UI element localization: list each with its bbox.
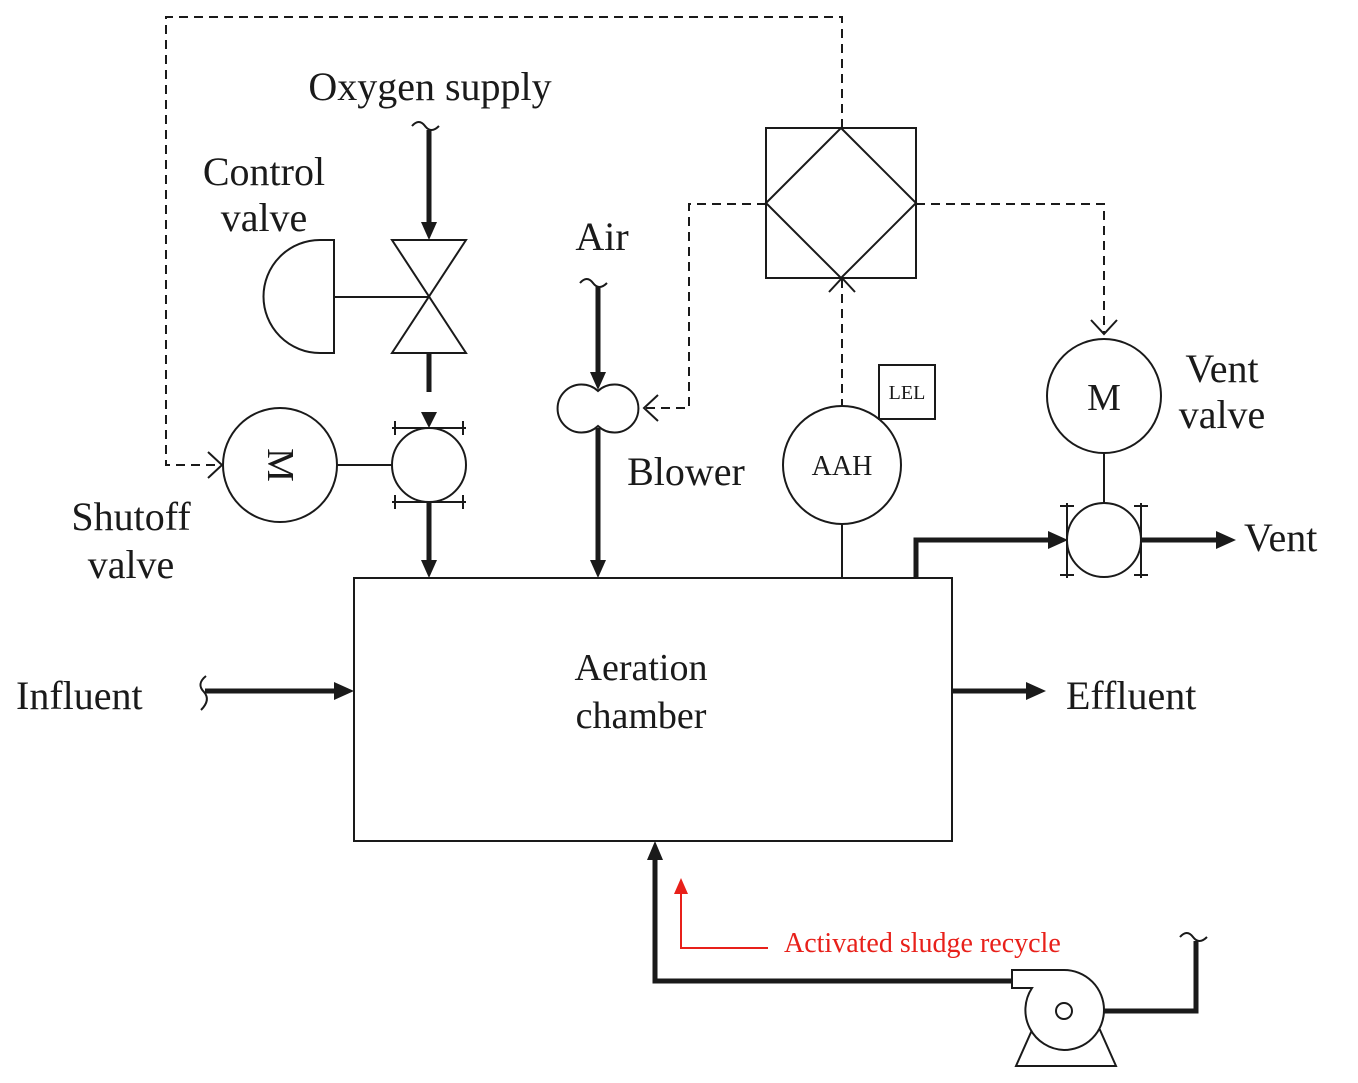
signal-line-to-vent-motor: [916, 203, 1118, 336]
logic-relay: [764, 126, 918, 280]
analyzer-aah: AAH LEL: [782, 364, 936, 578]
signal-line-to-blower: [642, 203, 766, 422]
aeration-label-line1: Aeration: [575, 647, 708, 689]
oxygen-supply-line: [411, 121, 440, 578]
shutoff-valve-label-line1: Shutoff: [71, 494, 191, 539]
sludge-recycle-label: Activated sludge recycle: [784, 928, 1061, 959]
shutoff-motor-label: M: [259, 448, 301, 482]
aeration-label-line2: chamber: [576, 695, 707, 737]
vent-line: [913, 531, 1236, 578]
signal-line-from-analyzer: [828, 276, 856, 408]
influent-label: Influent: [16, 673, 143, 718]
vent-valve-body: [1060, 452, 1148, 578]
oxygen-supply-label: Oxygen supply: [308, 64, 551, 109]
shutoff-valve-label-line2: valve: [88, 542, 175, 587]
control-valve-label-line1: Control: [203, 149, 325, 194]
vent-valve-label-line1: Vent: [1185, 346, 1258, 391]
air-line: [579, 278, 608, 578]
vent-motor: M: [1046, 338, 1162, 454]
recycle-pump: [1011, 969, 1118, 1067]
control-valve: [262, 239, 468, 354]
effluent-line: [952, 682, 1046, 700]
vent-valve-label-line2: valve: [1179, 392, 1266, 437]
blower-label: Blower: [627, 449, 745, 494]
influent-line: [199, 675, 354, 711]
shutoff-valve-body: [391, 421, 467, 509]
aeration-chamber: Aeration chamber: [353, 577, 953, 842]
blower: [556, 383, 640, 434]
vent-motor-label: M: [1087, 377, 1121, 419]
aah-label: AAH: [812, 451, 873, 482]
effluent-label: Effluent: [1066, 673, 1196, 718]
air-label: Air: [575, 214, 628, 259]
vent-label: Vent: [1244, 515, 1317, 560]
sludge-recycle-annotation: Activated sludge recycle: [674, 878, 1061, 959]
shutoff-motor: M: [222, 407, 392, 523]
control-valve-label-line2: valve: [221, 195, 308, 240]
lel-label: LEL: [889, 382, 926, 404]
